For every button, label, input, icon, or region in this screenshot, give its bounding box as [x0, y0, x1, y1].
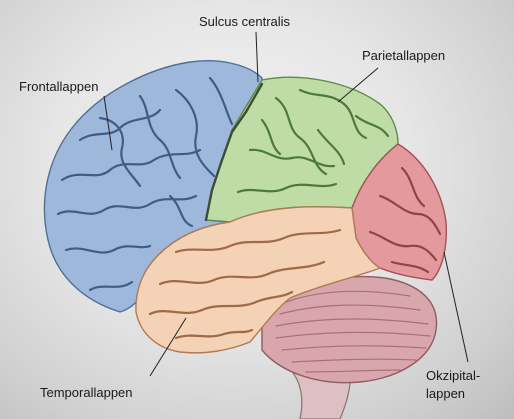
parietal-leader-line: [337, 67, 379, 103]
gyrus-fold: [378, 194, 442, 236]
temporal-lobe-region: [135, 206, 382, 354]
gyrus-fold: [368, 230, 438, 262]
gyrus-fold: [305, 369, 401, 373]
gyrus-fold: [400, 166, 426, 208]
gyrus-fold: [98, 116, 142, 188]
frontal-lobe-label: Frontallappen: [19, 79, 99, 94]
sulcus-centralis-label: Sulcus centralis: [199, 14, 291, 29]
gyrus-fold: [279, 304, 421, 315]
gyrus-fold: [174, 228, 342, 254]
gyrus-fold: [274, 96, 328, 176]
temporal-lobe-label: Temporallappen: [40, 385, 133, 400]
parietal-lobe-label: Parietallappen: [362, 48, 446, 63]
gyrus-fold: [174, 328, 254, 340]
gyrus-fold: [60, 148, 202, 182]
gyrus-fold: [148, 290, 294, 316]
gyrus-fold: [64, 244, 152, 254]
temporal-leader-line: [149, 317, 187, 377]
gyrus-fold: [285, 290, 411, 303]
occipital-lobe-label-line1: Okzipital-: [426, 368, 481, 383]
frontal-leader-line: [103, 95, 113, 151]
sulcus-centralis: [204, 82, 264, 222]
gyrus-fold: [248, 148, 336, 168]
gyrus-fold: [174, 88, 216, 178]
gyrus-fold: [316, 128, 346, 166]
gyrus-fold: [208, 76, 234, 126]
occipital-lobe-region: [351, 143, 448, 281]
gyrus-fold: [275, 318, 429, 327]
gyrus-fold: [138, 94, 182, 180]
gyrus-fold: [260, 118, 282, 156]
gyrus-fold: [390, 260, 430, 274]
gyrus-fold: [291, 358, 417, 363]
gyrus-fold: [88, 280, 134, 292]
sulcus-leader-line: [255, 31, 259, 83]
gyrus-fold: [158, 260, 326, 286]
gyrus-fold: [236, 182, 338, 194]
gyrus-fold: [281, 345, 427, 351]
occipital-leader-line: [443, 251, 469, 363]
occipital-lobe-label-line2: lappen: [426, 386, 466, 401]
gyrus-fold: [298, 88, 368, 140]
gyrus-fold: [354, 114, 390, 138]
gyrus-fold: [275, 331, 431, 339]
gyrus-fold: [168, 194, 194, 228]
